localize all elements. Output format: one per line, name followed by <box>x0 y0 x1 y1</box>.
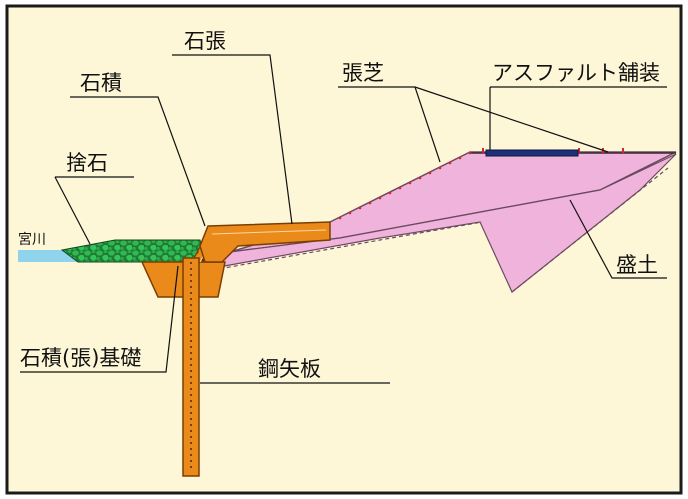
label-miyagawa: 宮川 <box>18 232 46 248</box>
asphalt-pavement <box>485 149 579 157</box>
stone-pitching <box>199 221 331 263</box>
label-ishizumi: 石積 <box>80 71 122 95</box>
leader-lines <box>20 54 667 384</box>
steel-sheet-pile <box>182 257 200 477</box>
river-water <box>18 250 78 262</box>
label-kouyaita: 鋼矢板 <box>258 357 321 381</box>
label-kiso: 石積(張)基礎 <box>20 346 141 370</box>
label-asphalt: アスファルト舗装 <box>492 61 660 85</box>
label-suteishi: 捨石 <box>66 151 108 175</box>
label-shibari: 張芝 <box>342 61 384 85</box>
label-moritsuchi: 盛土 <box>616 253 658 277</box>
label-ishibari: 石張 <box>184 29 226 53</box>
